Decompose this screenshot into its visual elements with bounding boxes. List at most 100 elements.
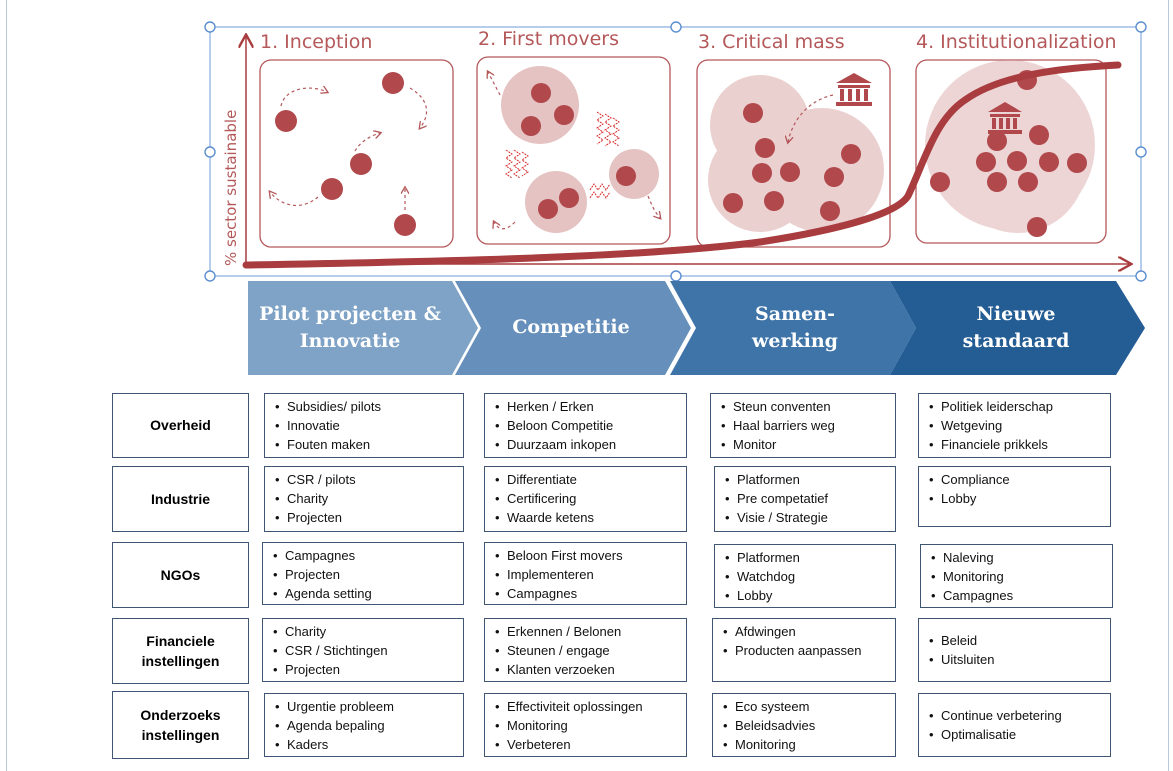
actor-label: NGOs xyxy=(160,566,201,583)
list-item: Campagnes xyxy=(493,584,680,603)
list-item: Monitoring xyxy=(929,567,1106,586)
institution-icon xyxy=(836,73,872,106)
actor-label: Onderzoeks instellingen xyxy=(140,706,221,743)
list-item: Duurzaam inkopen xyxy=(493,435,680,454)
chevron-nieuwe-standaard: Nieuwe standaard xyxy=(890,281,1145,375)
chevron-label-line: Samen- xyxy=(755,303,835,325)
cell-industrie-standaard: Compliance Lobby xyxy=(918,466,1111,527)
list-item: Certificering xyxy=(493,489,680,508)
phase-title-critical-mass: 3. Critical mass xyxy=(698,31,845,53)
cell-ngos-pilot: Campagnes Projecten Agenda setting xyxy=(262,542,464,605)
actor-label: Industrie xyxy=(150,490,211,507)
phase-panel-inception xyxy=(259,59,454,248)
cell-industrie-pilot: CSR / pilots Charity Projecten xyxy=(264,466,464,532)
selection-frame[interactable] xyxy=(204,21,1147,282)
list-item: Innovatie xyxy=(273,416,457,435)
list-item: Campagnes xyxy=(271,546,457,565)
cell-onderzoeks-standaard: Continue verbetering Optimalisatie xyxy=(918,693,1111,757)
list-item: Haal barriers weg xyxy=(719,416,889,435)
list-item: Optimalisatie xyxy=(927,725,1104,744)
list-item: Financiele prikkels xyxy=(927,435,1104,454)
list-item: Fouten maken xyxy=(273,435,457,454)
cell-onderzoeks-pilot: Urgentie probleem Agenda bepaling Kaders xyxy=(264,693,464,757)
cell-onderzoeks-samenwerking: Eco systeem Beleidsadvies Monitoring xyxy=(712,693,896,757)
list-item: Waarde ketens xyxy=(493,508,680,527)
selection-handle xyxy=(204,146,216,158)
list-item: Platformen xyxy=(723,470,889,489)
institutionalization-actors xyxy=(930,70,1087,237)
cell-financiele-samenwerking: Afdwingen Producten aanpassen xyxy=(712,618,896,682)
list-item: Politiek leiderschap xyxy=(927,397,1104,416)
cell-financiele-competitie: Erkennen / Belonen Steunen / engage Klan… xyxy=(484,618,687,682)
list-item: Continue verbetering xyxy=(927,706,1104,725)
actor-label: Financiele instellingen xyxy=(141,632,220,669)
selection-handle xyxy=(670,270,682,282)
list-item: Erkennen / Belonen xyxy=(493,622,680,641)
selection-handle xyxy=(204,270,216,282)
cell-onderzoeks-competitie: Effectiviteit oplossingen Monitoring Ver… xyxy=(484,693,687,757)
selection-handle xyxy=(670,21,682,33)
chevron-pilot: Pilot projecten & Innovatie xyxy=(248,281,478,375)
list-item: Compliance xyxy=(927,470,1104,489)
actor-financiele-instellingen: Financiele instellingen xyxy=(112,618,249,684)
s-curve xyxy=(242,61,1122,269)
cell-overheid-competitie: Herken / Erken Beloon Competitie Duurzaa… xyxy=(484,393,687,458)
list-item: Eco systeem xyxy=(721,697,889,716)
list-item: Agenda setting xyxy=(271,584,457,603)
cell-industrie-competitie: Differentiate Certificering Waarde keten… xyxy=(484,466,687,532)
list-item: Kaders xyxy=(273,735,457,754)
selection-handle xyxy=(204,21,216,33)
cell-ngos-standaard: Naleving Monitoring Campagnes xyxy=(920,544,1113,608)
list-item: Uitsluiten xyxy=(927,650,1104,669)
list-item: Pre competatief xyxy=(723,489,889,508)
first-mover-clusters xyxy=(501,66,659,233)
list-item: Projecten xyxy=(273,508,457,527)
inception-dashed-arrows xyxy=(270,88,428,210)
first-mover-actors xyxy=(521,83,636,219)
list-item: Herken / Erken xyxy=(493,397,680,416)
cell-ngos-competitie: Beloon First movers Implementeren Campag… xyxy=(484,542,687,605)
list-item: CSR / Stichtingen xyxy=(271,641,457,660)
chevron-label-line: Pilot projecten & xyxy=(259,303,441,325)
interaction-squiggles xyxy=(505,111,620,199)
chevron-label-line: standaard xyxy=(963,330,1070,352)
list-item: Beleidsadvies xyxy=(721,716,889,735)
list-item: Monitor xyxy=(719,435,889,454)
transition-diagram: % sector sustainable 1. Inception 2. Fir… xyxy=(204,21,1147,375)
cell-financiele-standaard: Beleid Uitsluiten xyxy=(918,618,1111,682)
chevron-label-line: Innovatie xyxy=(300,330,401,352)
list-item: Lobby xyxy=(723,586,889,605)
inception-actors xyxy=(275,72,416,236)
critical-mass-arrow xyxy=(788,94,834,142)
actor-onderzoeks-instellingen: Onderzoeks instellingen xyxy=(112,691,249,759)
list-item: Watchdog xyxy=(723,567,889,586)
list-item: Projecten xyxy=(271,660,457,679)
list-item: Subsidies/ pilots xyxy=(273,397,457,416)
list-item: Steunen / engage xyxy=(493,641,680,660)
list-item: Implementeren xyxy=(493,565,680,584)
phase-title-institutionalization: 4. Institutionalization xyxy=(916,31,1117,53)
chevron-label-line: Competitie xyxy=(512,316,629,338)
list-item: Beloon First movers xyxy=(493,546,680,565)
list-item: Differentiate xyxy=(493,470,680,489)
list-item: Naleving xyxy=(929,548,1106,567)
cell-ngos-samenwerking: Platformen Watchdog Lobby xyxy=(714,544,896,608)
list-item: Campagnes xyxy=(929,586,1106,605)
cell-financiele-pilot: Charity CSR / Stichtingen Projecten xyxy=(262,618,464,682)
list-item: Lobby xyxy=(927,489,1104,508)
chevron-label-line: Nieuwe xyxy=(977,303,1056,325)
phase-title-inception: 1. Inception xyxy=(260,31,372,53)
chevron-competitie: Competitie xyxy=(455,281,691,375)
list-item: Verbeteren xyxy=(493,735,680,754)
list-item: Charity xyxy=(273,489,457,508)
chevron-samenwerking: Samen- werking xyxy=(670,281,916,375)
list-item: Steun conventen xyxy=(719,397,889,416)
y-axis-label: % sector sustainable xyxy=(222,110,240,266)
first-mover-dashed-arrows xyxy=(488,72,660,230)
list-item: Afdwingen xyxy=(721,622,889,641)
cell-industrie-samenwerking: Platformen Pre competatief Visie / Strat… xyxy=(714,466,896,532)
list-item: Beleid xyxy=(927,631,1104,650)
list-item: Visie / Strategie xyxy=(723,508,889,527)
actor-overheid: Overheid xyxy=(112,393,249,458)
selection-handle xyxy=(1135,21,1147,33)
